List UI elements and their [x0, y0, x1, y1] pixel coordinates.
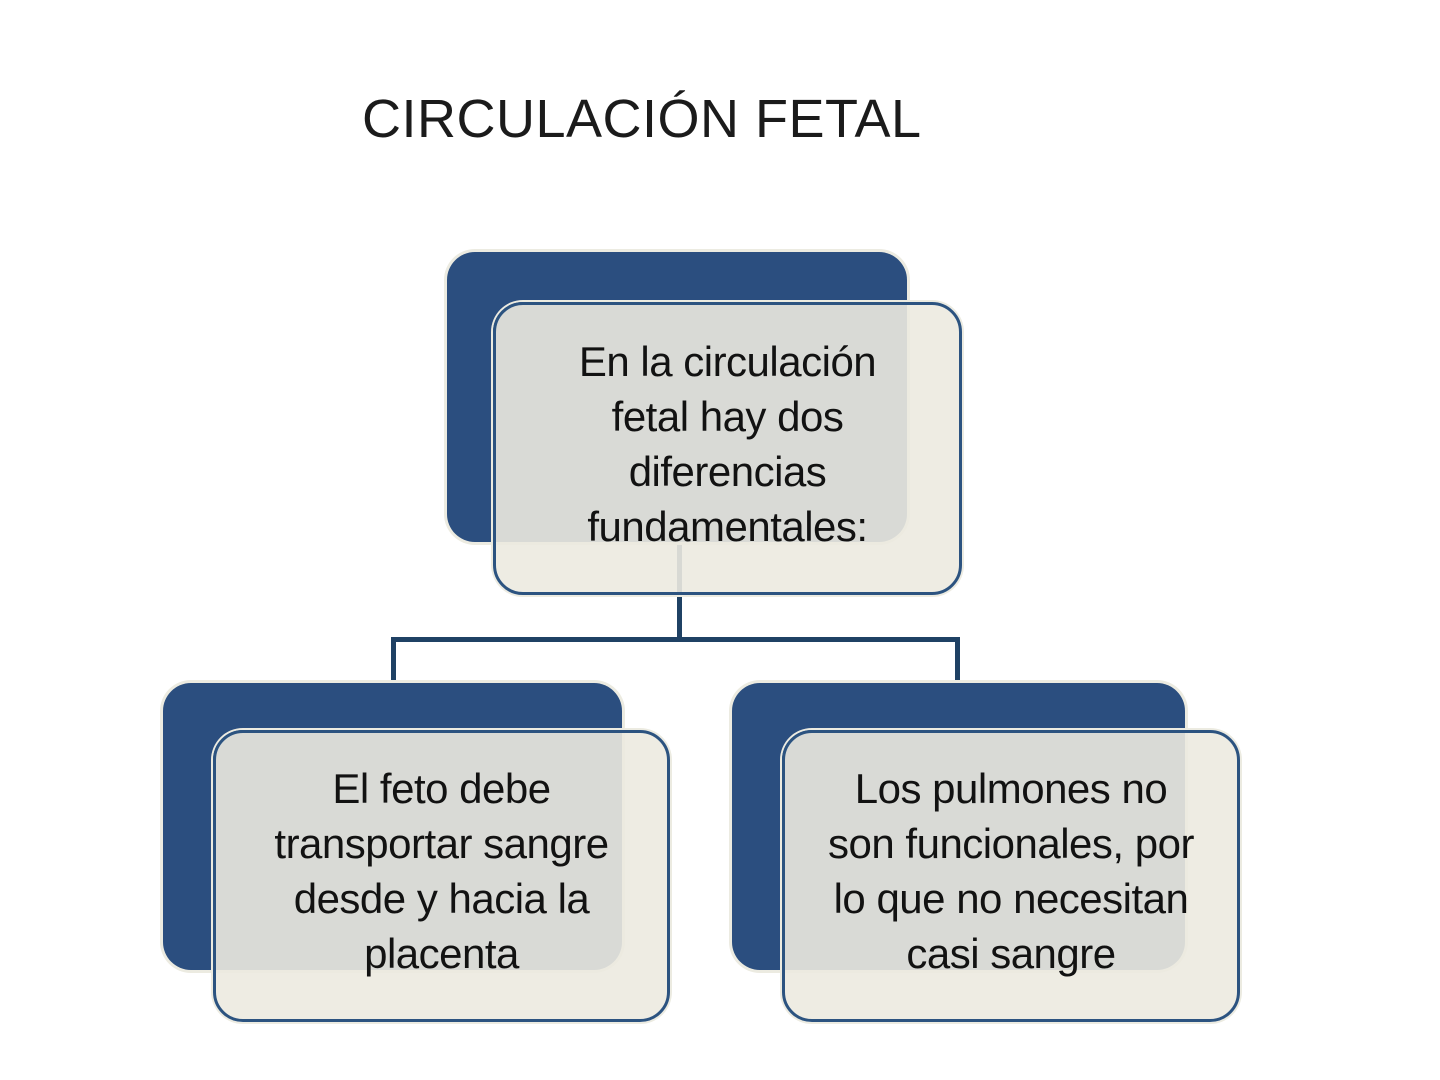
- connector-horizontal-bar: [391, 637, 960, 642]
- node-left-front-panel: El feto debe transportar sangre desde y …: [213, 730, 670, 1022]
- node-root-front-panel: En la circulación fetal hay dos diferenc…: [493, 302, 962, 595]
- node-right-text: Los pulmones no son funcionales, por lo …: [828, 765, 1194, 977]
- diagram-node-right-child: Los pulmones no son funcionales, por lo …: [732, 683, 1240, 1022]
- diagram-node-left-child: El feto debe transportar sangre desde y …: [163, 683, 670, 1022]
- node-right-front-panel: Los pulmones no son funcionales, por lo …: [782, 730, 1240, 1022]
- slide-title: CIRCULACIÓN FETAL: [362, 89, 922, 149]
- connector-drop-left-child: [391, 637, 396, 690]
- node-left-text: El feto debe transportar sangre desde y …: [274, 765, 609, 977]
- connector-drop-right-child: [955, 637, 960, 690]
- diagram-node-root: En la circulación fetal hay dos diferenc…: [447, 252, 962, 595]
- node-root-text: En la circulación fetal hay dos diferenc…: [578, 337, 877, 550]
